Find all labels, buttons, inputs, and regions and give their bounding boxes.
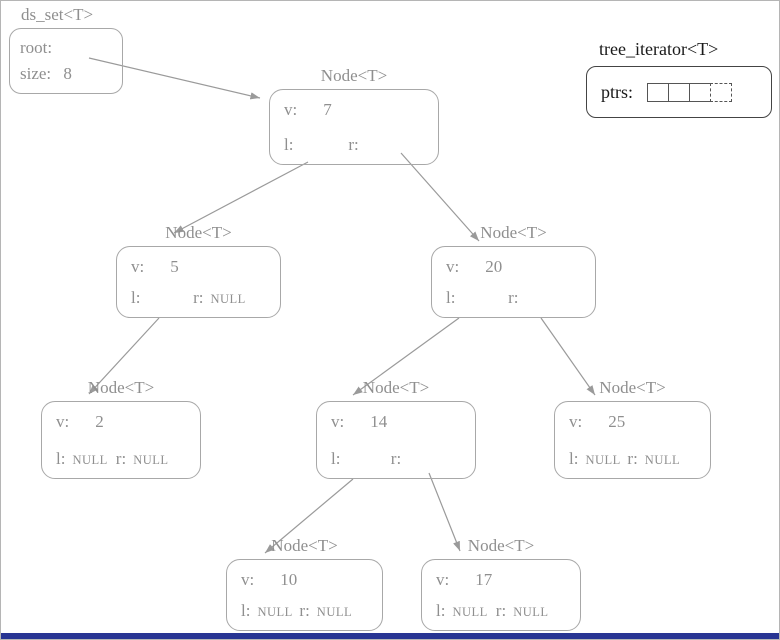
- ptr-cell: [668, 82, 691, 102]
- tree-iterator-title: tree_iterator<T>: [599, 39, 719, 59]
- v-value: 14: [370, 412, 388, 431]
- l-value: NULL: [585, 453, 621, 467]
- r-value: NULL: [513, 605, 549, 619]
- v-label: v:: [284, 100, 298, 119]
- node-box: v: 7 l: r:: [269, 89, 439, 165]
- tree-node-14: Node<T> v: 14 l: r:: [316, 378, 476, 479]
- l-label: l:: [56, 449, 66, 468]
- v-value: 7: [323, 100, 332, 119]
- r-label: r:: [495, 601, 507, 620]
- r-label: r:: [115, 449, 127, 468]
- r-label: r:: [348, 135, 359, 154]
- v-label: v:: [131, 257, 145, 276]
- value-row: v: 7: [284, 100, 424, 120]
- tree-iterator: tree_iterator<T> ptrs:: [586, 39, 772, 118]
- tree-node-10: Node<T> v: 10 l: NULL r: NULL: [226, 536, 383, 631]
- r-value: NULL: [644, 453, 681, 467]
- node-title: Node<T>: [87, 378, 155, 397]
- value-row: v: 20: [446, 257, 581, 277]
- l-label: l:: [446, 288, 456, 307]
- children-row: l: r:: [446, 288, 581, 308]
- children-row: l: r:: [284, 135, 424, 155]
- v-value: 25: [608, 412, 626, 431]
- children-row: l: NULL r: NULL: [56, 449, 186, 469]
- children-row: l: NULL r: NULL: [436, 601, 566, 621]
- r-value: NULL: [210, 292, 246, 306]
- r-label: r:: [390, 449, 402, 468]
- ptr-cell: [647, 82, 670, 102]
- node-title: Node<T>: [480, 223, 547, 242]
- root-label: root:: [20, 38, 53, 57]
- l-label: l:: [241, 601, 251, 620]
- r-label: r:: [627, 449, 638, 468]
- v-label: v:: [436, 570, 450, 589]
- children-row: l: NULL r: NULL: [569, 449, 696, 469]
- tree-node-20: Node<T> v: 20 l: r:: [431, 223, 596, 318]
- v-value: 5: [170, 257, 179, 276]
- value-row: v: 25: [569, 412, 696, 432]
- node-box: v: 10 l: NULL r: NULL: [226, 559, 383, 631]
- size-row: size: 8: [20, 64, 112, 84]
- l-label: l:: [569, 449, 579, 468]
- v-label: v:: [569, 412, 583, 431]
- l-value: NULL: [452, 605, 488, 619]
- tree-node-25: Node<T> v: 25 l: NULL r: NULL: [554, 378, 711, 479]
- ptr-cell: [689, 82, 712, 102]
- size-label: size:: [20, 64, 52, 83]
- value-row: v: 17: [436, 570, 566, 590]
- node-title: Node<T>: [599, 378, 666, 397]
- node-title: Node<T>: [165, 223, 232, 242]
- v-value: 17: [475, 570, 493, 589]
- node-title: Node<T>: [320, 66, 388, 85]
- r-label: r:: [508, 288, 519, 307]
- tree-node-2: Node<T> v: 2 l: NULL r: NULL: [41, 378, 201, 479]
- node-box: v: 20 l: r:: [431, 246, 596, 318]
- value-row: v: 14: [331, 412, 461, 432]
- node-box: v: 5 l: r: NULL: [116, 246, 281, 318]
- ds-set-title: ds_set<T>: [21, 5, 94, 24]
- ds-set-box: root: size: 8: [9, 28, 123, 94]
- node-title: Node<T>: [271, 536, 338, 555]
- r-label: r:: [299, 601, 310, 620]
- v-label: v:: [241, 570, 255, 589]
- value-row: v: 10: [241, 570, 368, 590]
- value-row: v: 5: [131, 257, 266, 277]
- l-label: l:: [436, 601, 446, 620]
- l-label: l:: [331, 449, 341, 468]
- tree-node-5: Node<T> v: 5 l: r: NULL: [116, 223, 281, 318]
- node-title: Node<T>: [467, 536, 535, 555]
- v-label: v:: [446, 257, 460, 276]
- ptrs-cells: [647, 82, 733, 102]
- tree-iterator-box: ptrs:: [586, 66, 772, 118]
- children-row: l: r: NULL: [131, 288, 266, 308]
- node-box: v: 2 l: NULL r: NULL: [41, 401, 201, 479]
- value-row: v: 2: [56, 412, 186, 432]
- ds-set: ds_set<T> root: size: 8: [9, 5, 123, 94]
- r-label: r:: [193, 288, 204, 307]
- bottom-bar: [1, 633, 779, 639]
- v-value: 2: [95, 412, 104, 431]
- node-box: v: 14 l: r:: [316, 401, 476, 479]
- l-label: l:: [131, 288, 141, 307]
- r-value: NULL: [133, 453, 169, 467]
- l-value: NULL: [72, 453, 108, 467]
- size-value: 8: [63, 64, 72, 83]
- children-row: l: r:: [331, 449, 461, 469]
- children-row: l: NULL r: NULL: [241, 601, 368, 621]
- r-value: NULL: [316, 605, 353, 619]
- v-label: v:: [56, 412, 70, 431]
- node-title: Node<T>: [362, 378, 430, 397]
- node-box: v: 17 l: NULL r: NULL: [421, 559, 581, 631]
- ptr-cell-dashed: [710, 82, 733, 102]
- l-value: NULL: [257, 605, 293, 619]
- tree-node-7: Node<T> v: 7 l: r:: [269, 66, 439, 165]
- tree-node-17: Node<T> v: 17 l: NULL r: NULL: [421, 536, 581, 631]
- ptrs-label: ptrs:: [601, 81, 634, 102]
- v-label: v:: [331, 412, 345, 431]
- node-box: v: 25 l: NULL r: NULL: [554, 401, 711, 479]
- l-label: l:: [284, 135, 294, 154]
- v-value: 10: [280, 570, 298, 589]
- v-value: 20: [485, 257, 503, 276]
